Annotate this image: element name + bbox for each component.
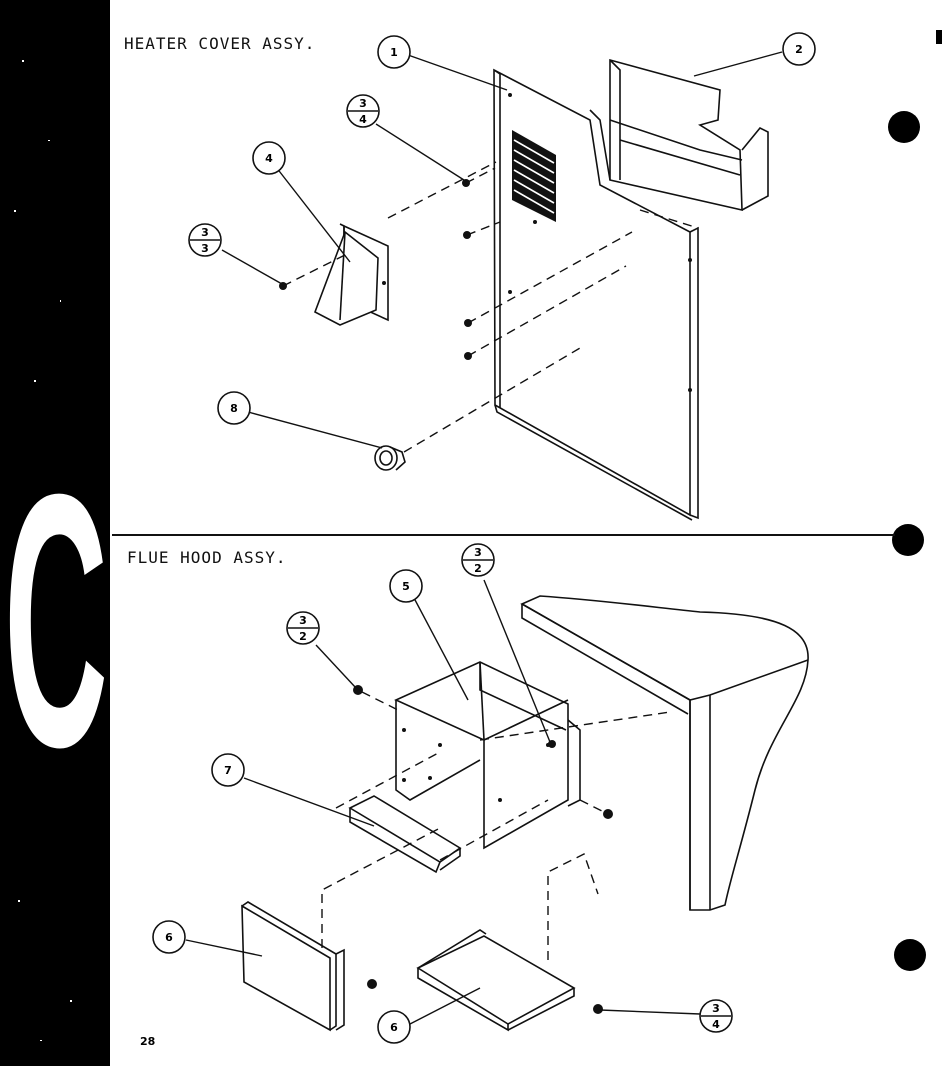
svg-text:3: 3 — [474, 546, 482, 559]
black-margin — [0, 0, 110, 1066]
callout-8: 8 — [217, 391, 251, 425]
callout-5: 5 — [389, 569, 423, 603]
svg-text:6: 6 — [165, 931, 173, 944]
flue-box — [394, 661, 581, 850]
svg-text:2: 2 — [474, 562, 482, 575]
binder-hole — [892, 524, 924, 556]
svg-text:3: 3 — [299, 614, 307, 627]
binder-hole — [894, 939, 926, 971]
svg-text:3: 3 — [712, 1002, 720, 1015]
knob — [374, 445, 406, 471]
svg-text:8: 8 — [230, 402, 238, 415]
strip-bracket — [348, 795, 462, 874]
scan-noise — [14, 60, 72, 1041]
top-bracket — [589, 58, 769, 229]
svg-text:4: 4 — [265, 152, 273, 165]
side-plate — [241, 901, 345, 1032]
flue-assembly-lines — [321, 691, 671, 960]
heater-assembly-lines — [282, 161, 633, 453]
callout-2: 2 — [782, 32, 816, 66]
heater-leader-lines — [221, 51, 783, 449]
callout-1: 1 — [377, 35, 411, 69]
callout-3-4-upper: 3 4 — [346, 94, 380, 128]
svg-text:7: 7 — [224, 764, 232, 777]
page-number: 28 — [140, 1035, 155, 1048]
svg-text:2: 2 — [795, 43, 803, 56]
callout-6-bottom: 6 — [377, 1010, 411, 1044]
louver-grille — [512, 130, 556, 222]
svg-text:3: 3 — [201, 242, 209, 255]
callout-3-4-lower: 3 4 — [699, 999, 733, 1033]
svg-text:3: 3 — [359, 97, 367, 110]
flue-hood-body — [520, 595, 809, 911]
callout-3-2-right: 3 2 — [461, 543, 495, 577]
svg-text:4: 4 — [359, 113, 367, 126]
callout-3-2-left: 3 2 — [286, 611, 320, 645]
svg-text:5: 5 — [402, 580, 410, 593]
svg-text:4: 4 — [712, 1018, 720, 1031]
svg-text:2: 2 — [299, 630, 307, 643]
bottom-tray — [416, 929, 576, 1032]
heater-section-title: HEATER COVER ASSY. — [124, 34, 315, 53]
callout-3-3: 3 3 — [188, 223, 222, 257]
svg-text:6: 6 — [390, 1021, 398, 1034]
flue-section-title: FLUE HOOD ASSY. — [127, 548, 287, 567]
flue-leader-lines — [185, 579, 701, 1025]
side-tab-letter: C — [4, 420, 108, 822]
svg-text:3: 3 — [201, 226, 209, 239]
edge-mark — [936, 30, 942, 44]
vent-hood — [314, 223, 389, 326]
callout-4: 4 — [252, 141, 286, 175]
callout-7: 7 — [211, 753, 245, 787]
svg-text:1: 1 — [390, 46, 398, 59]
callout-6-left: 6 — [152, 920, 186, 954]
binder-hole — [888, 111, 920, 143]
